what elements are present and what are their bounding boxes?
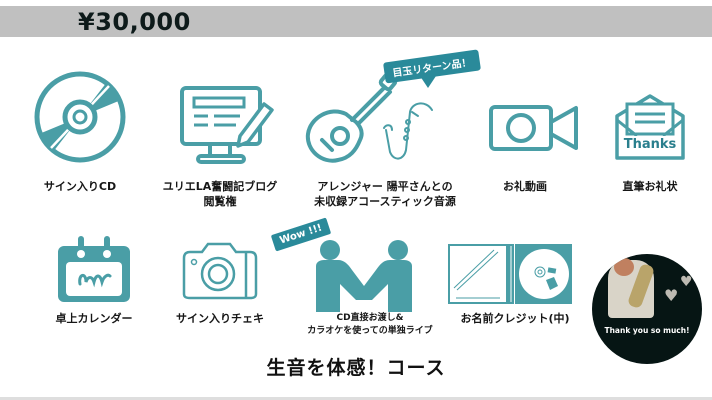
reward-name-credit: お名前クレジット(中)	[440, 311, 590, 326]
reward-thank-you-video: お礼動画	[480, 179, 570, 194]
artist-photo: ♥ ♥ Thank you so much!	[592, 254, 702, 364]
heart-icon: ♥	[664, 286, 679, 305]
reward-label: 直筆お礼状	[622, 180, 678, 193]
top-banner	[0, 6, 712, 37]
course-title: 生音を体感！コース	[266, 357, 446, 379]
reward-label: お礼動画	[503, 180, 547, 193]
thanks-text: Thanks	[623, 137, 677, 152]
reward-label: 卓上カレンダー	[55, 312, 133, 325]
reward-label-line2: 未収録アコースティック音源	[314, 195, 456, 208]
cd-case-icon	[448, 244, 572, 308]
desk-calendar-icon	[56, 234, 132, 308]
reward-label-line2: 閲覧権	[203, 195, 237, 208]
badge-pointer	[420, 76, 436, 88]
reward-label-line1: ユリエLA奮闘記ブログ	[162, 180, 278, 193]
handshake-icon	[314, 240, 414, 316]
reward-label-line1: アレンジャー 陽平さんとの	[317, 180, 453, 193]
reward-blog-access: ユリエLA奮闘記ブログ 閲覧権	[150, 179, 290, 209]
reward-label: お名前クレジット(中)	[460, 312, 570, 325]
reward-label-line2: カラオケを使っての単独ライブ	[307, 326, 433, 336]
bottom-divider	[0, 397, 712, 400]
reward-live-karaoke: CD直接お渡し& カラオケを使っての単独ライブ	[290, 312, 450, 338]
reward-signed-cheki: サイン入りチェキ	[160, 311, 280, 326]
guitar-saxophone-icon	[300, 70, 440, 174]
heart-icon: ♥	[680, 274, 693, 290]
reward-label: サイン入りCD	[43, 180, 117, 193]
reward-desk-calendar: 卓上カレンダー	[34, 311, 154, 326]
cd-icon	[33, 70, 127, 168]
video-camera-icon	[488, 104, 580, 156]
reward-signed-cd: サイン入りCD	[20, 179, 140, 194]
thanks-letter-icon: Thanks	[613, 92, 687, 166]
reward-acoustic-audio: アレンジャー 陽平さんとの 未収録アコースティック音源	[300, 179, 470, 209]
artist-hair	[614, 258, 634, 276]
price-label: ¥30,000	[78, 8, 191, 36]
instant-camera-icon	[180, 240, 258, 304]
reward-label-line1: CD直接お渡し&	[336, 313, 404, 323]
avatar-caption: Thank you so much!	[604, 326, 690, 335]
reward-handwritten-letter: 直筆お礼状	[600, 179, 700, 194]
reward-label: サイン入りチェキ	[176, 312, 264, 325]
computer-blog-icon	[178, 84, 278, 172]
